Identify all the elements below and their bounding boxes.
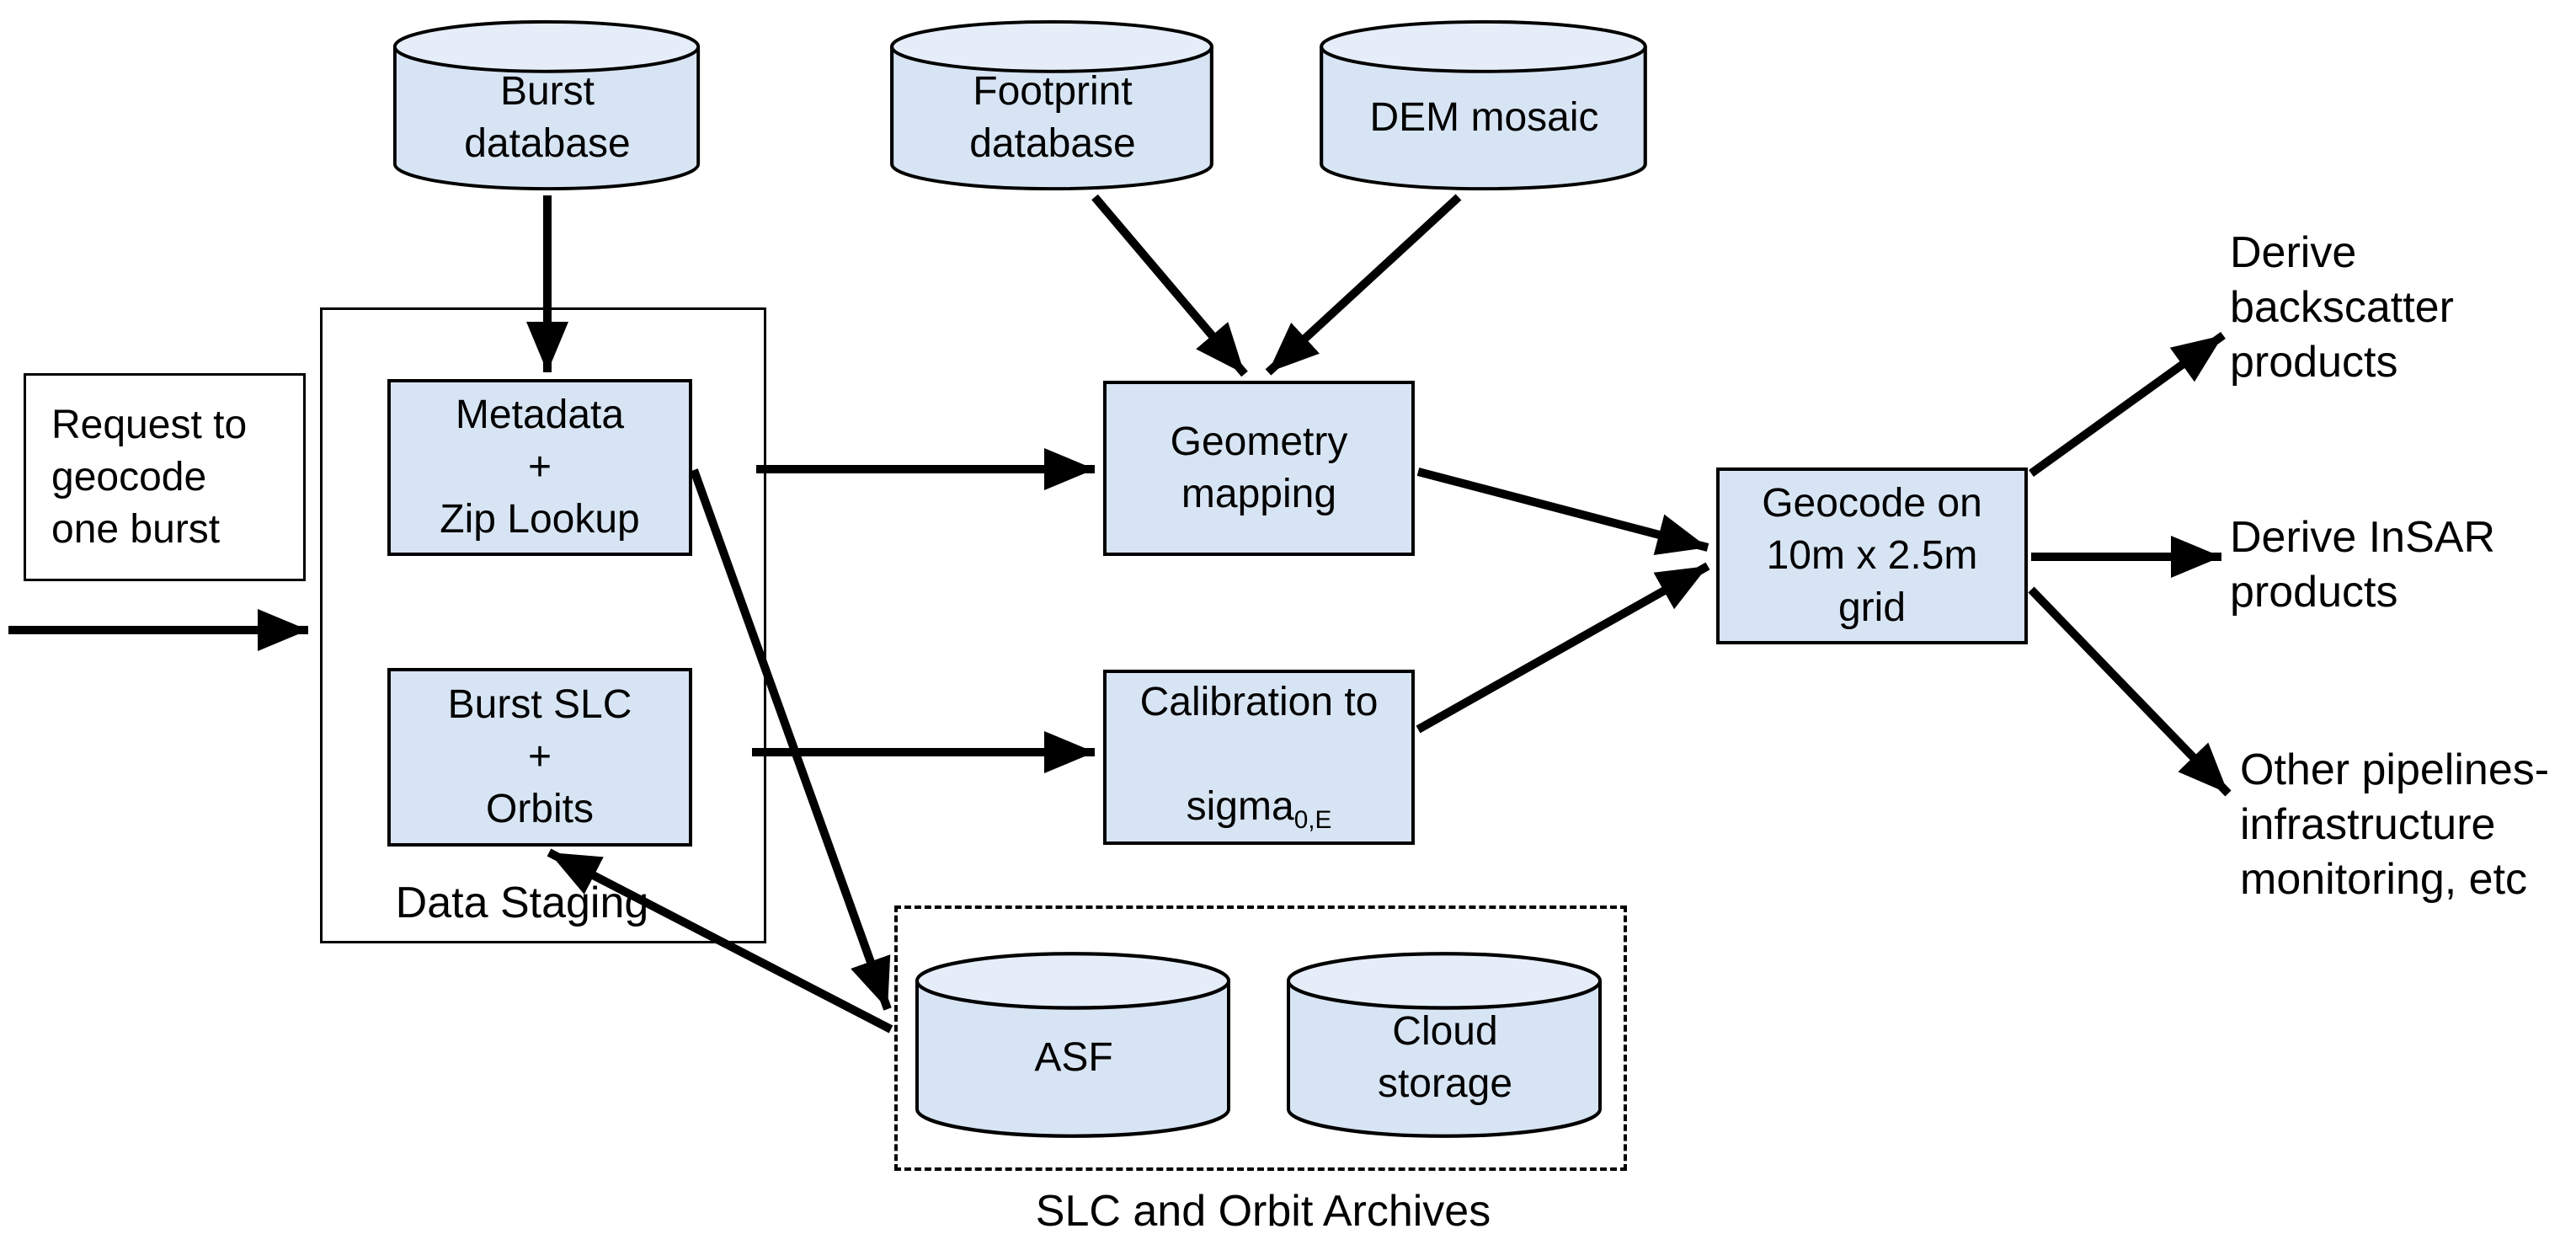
footprint-database-cylinder: Footprint database <box>888 19 1217 192</box>
dem-mosaic-cylinder: DEM mosaic <box>1318 19 1651 192</box>
footprint-database-label: Footprint database <box>969 69 1136 166</box>
arrow-geometry-to-geocode <box>1416 467 1709 555</box>
arrow-calibration-to-geocode <box>1416 562 1710 734</box>
burst-slc-orbits-label: Burst SLC + Orbits <box>447 682 632 831</box>
geometry-mapping-box: Geometry mapping <box>1103 381 1415 556</box>
geocode-grid-box: Geocode on 10m x 2.5m grid <box>1716 467 2028 644</box>
arrow-geocode-to-backscatter <box>2029 331 2226 478</box>
database-cylinder-icon <box>915 952 1230 1138</box>
burst-database-label: Burst database <box>464 69 631 166</box>
arrow-dem-to-geometry <box>1265 194 1462 376</box>
derive-insar-text: Derive InSAR products <box>2230 513 2495 617</box>
dem-mosaic-label: DEM mosaic <box>1369 95 1599 140</box>
data-staging-label: Data Staging <box>395 879 649 927</box>
request-box: Request to geocode one burst <box>24 373 306 581</box>
request-box-label: Request to geocode one burst <box>51 402 248 552</box>
arrow-footprint-to-geometry <box>1091 194 1248 377</box>
metadata-zip-lookup-box: Metadata + Zip Lookup <box>387 379 692 556</box>
slc-orbit-archives-label: SLC and Orbit Archives <box>1035 1187 1491 1234</box>
arrow-geocode-to-other-pipelines <box>2028 586 2232 797</box>
geometry-mapping-label: Geometry mapping <box>1170 419 1348 516</box>
other-pipelines-text: Other pipelines- infrastructure monitori… <box>2240 745 2550 904</box>
database-cylinder-icon <box>1320 19 1647 191</box>
cloud-storage-cylinder: Cloud storage <box>1285 950 1605 1140</box>
slc-orbit-archives-group <box>894 905 1627 1171</box>
calibration-box: Calibration to sigma0,E <box>1103 670 1415 845</box>
asf-cylinder: ASF <box>914 950 1234 1140</box>
geocode-grid-label: Geocode on 10m x 2.5m grid <box>1762 481 1982 630</box>
database-cylinder-icon <box>890 19 1213 191</box>
derive-backscatter-text: Derive backscatter products <box>2230 228 2454 387</box>
calibration-label: Calibration to sigma0,E <box>1139 680 1379 835</box>
burst-slc-orbits-box: Burst SLC + Orbits <box>387 668 692 847</box>
database-cylinder-icon <box>1287 952 1602 1138</box>
asf-label: ASF <box>1034 1034 1113 1080</box>
burst-database-cylinder: Burst database <box>392 19 703 192</box>
calibration-subscript: 0,E <box>1293 806 1332 835</box>
cloud-storage-label: Cloud storage <box>1377 1008 1513 1106</box>
metadata-zip-lookup-label: Metadata + Zip Lookup <box>440 393 640 542</box>
database-cylinder-icon <box>392 19 701 191</box>
